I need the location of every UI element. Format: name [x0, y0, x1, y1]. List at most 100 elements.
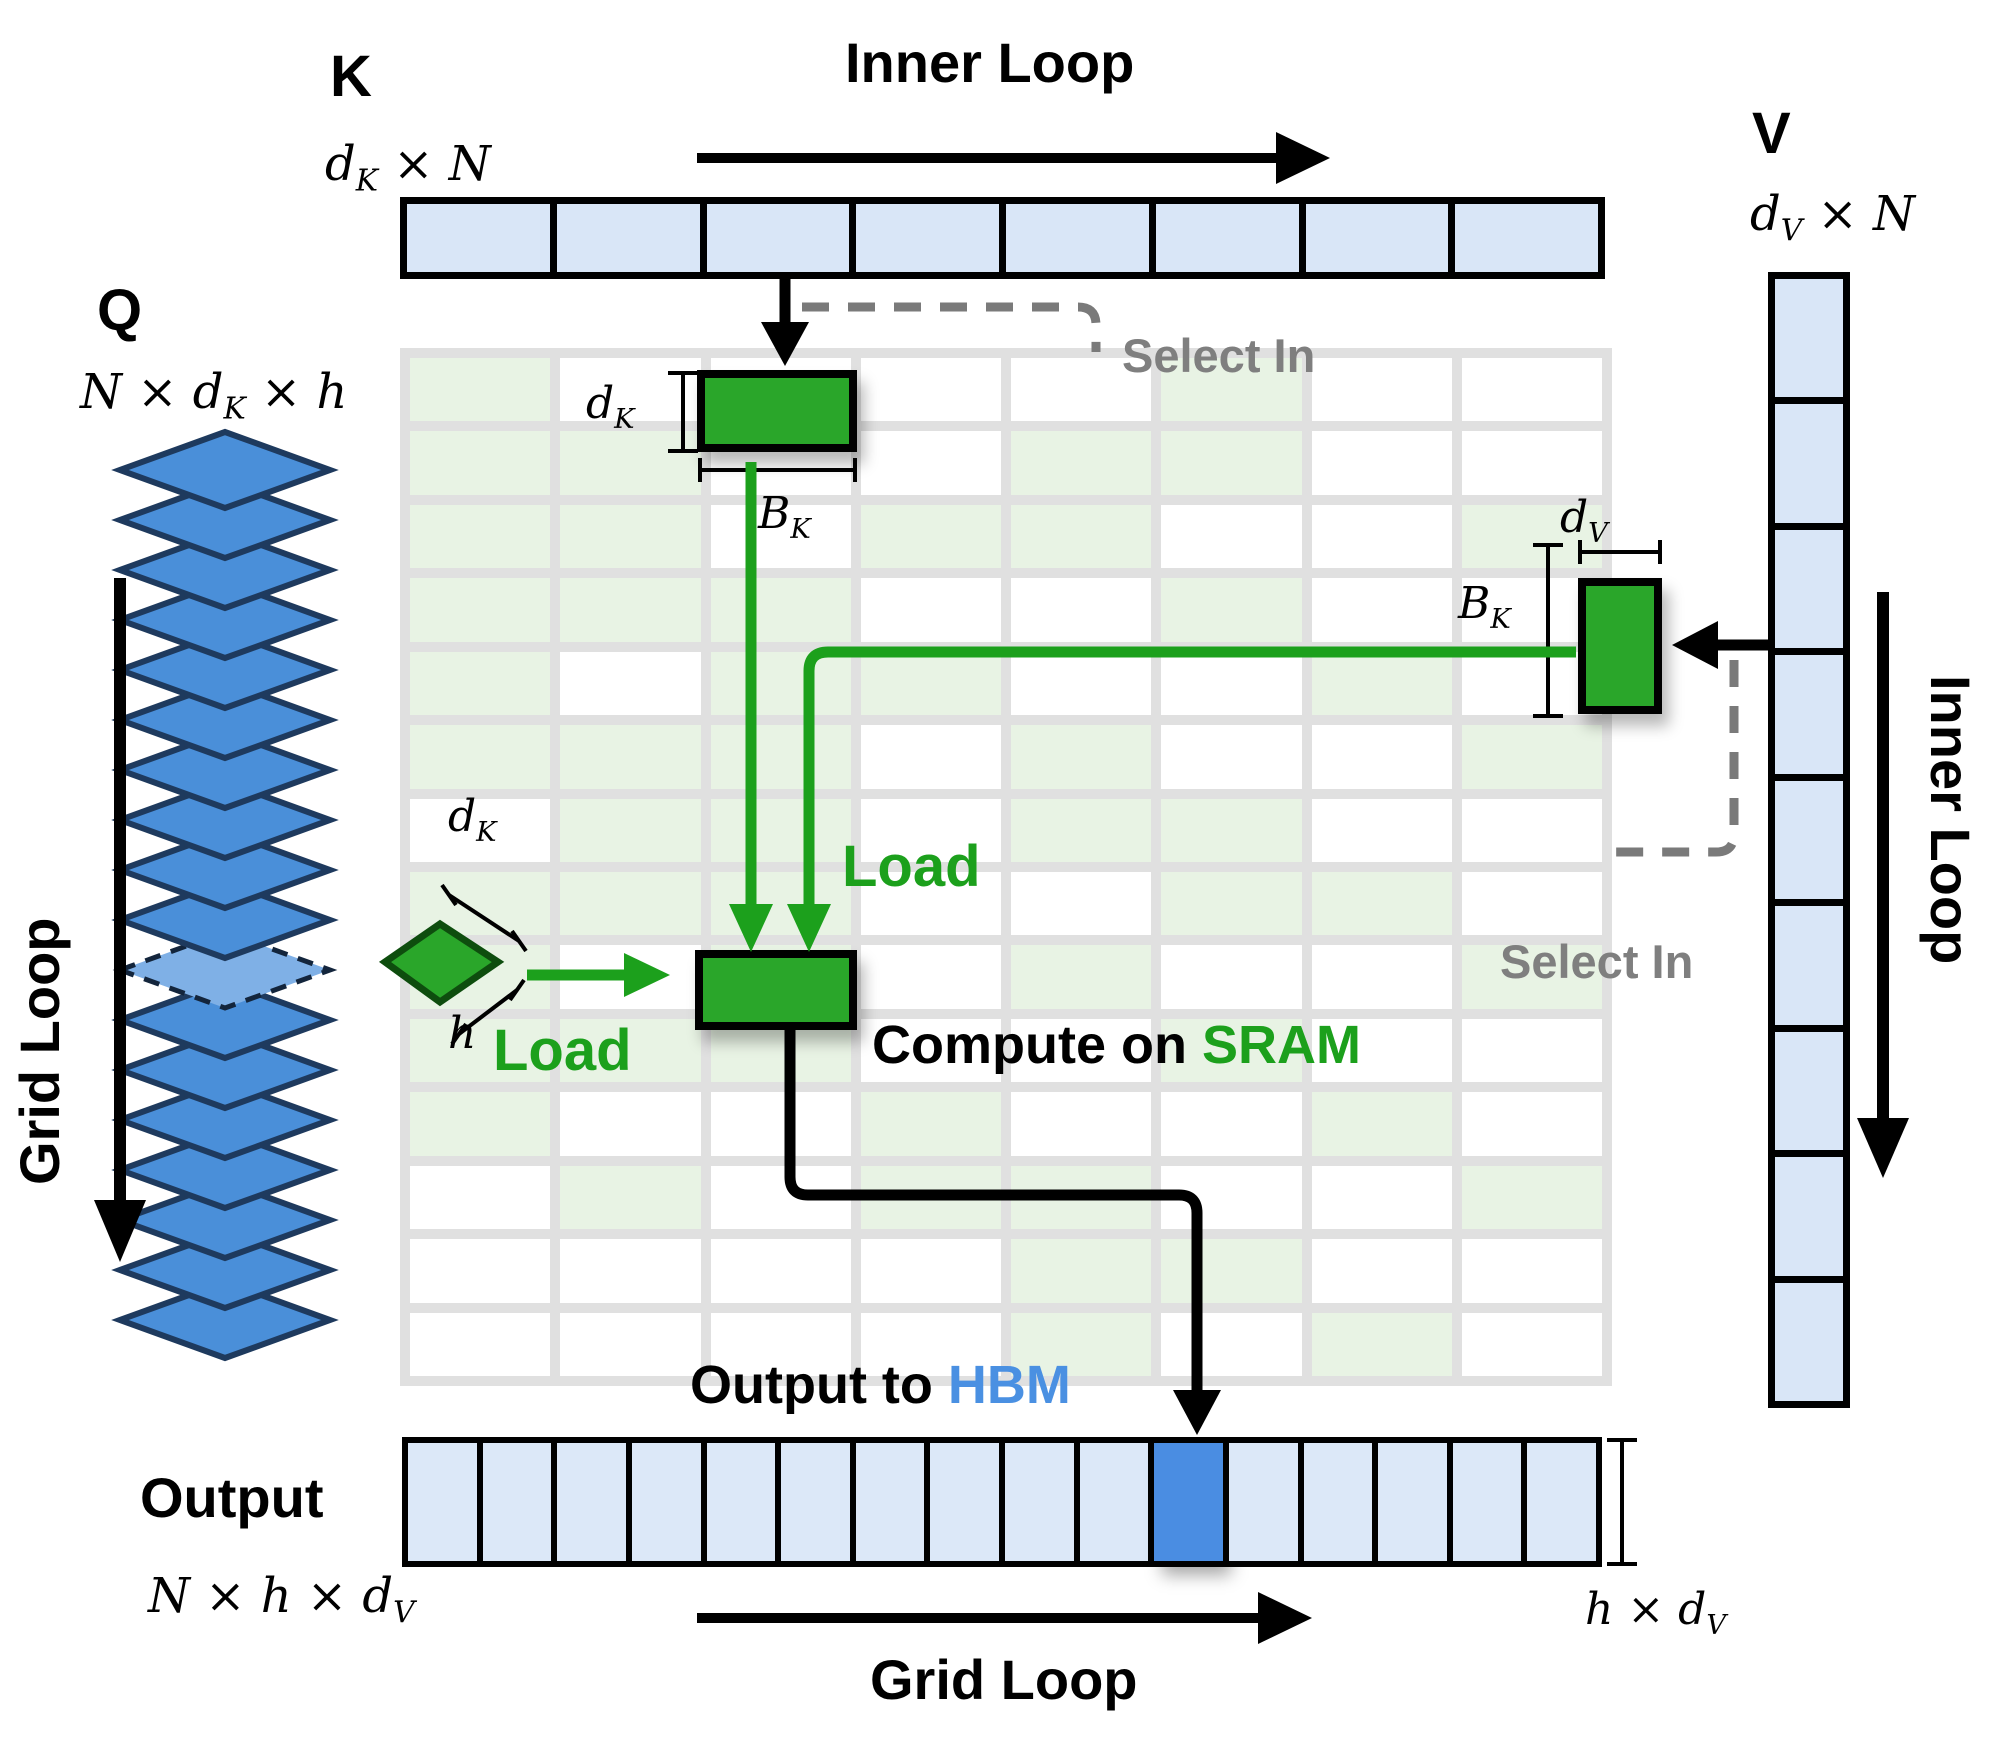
grid-cell: [1311, 504, 1452, 569]
grid-cell: [1461, 871, 1602, 936]
q-stack-slice: [111, 428, 339, 512]
grid-cell: [410, 725, 551, 789]
grid-cell: [1161, 651, 1302, 716]
v-tile-block: [1578, 578, 1662, 714]
dv-label-vblock: dV: [1560, 492, 1608, 549]
grid-cell: [1311, 1165, 1452, 1230]
grid-cell: [560, 945, 701, 1009]
out-array-cell: [1154, 1443, 1223, 1561]
out-array-cell: [1378, 1443, 1447, 1561]
hbm-highlight: HBM: [947, 1355, 1071, 1415]
out-array-cell: [482, 1443, 552, 1561]
q-stack-slice: [111, 728, 339, 812]
grid-cell: [410, 798, 551, 862]
grid-cell: [560, 1239, 701, 1303]
grid-cell: [1311, 651, 1452, 716]
out-array-cell: [408, 1443, 477, 1561]
v-select-left-arrow: [1672, 621, 1768, 669]
score-grid: [400, 348, 1612, 1386]
k-array-cell: [1305, 204, 1449, 272]
grid-cell: [860, 1092, 1001, 1156]
grid-cell: [1461, 1018, 1602, 1083]
grid-cell: [1161, 798, 1302, 862]
grid-cell: [1011, 504, 1152, 569]
grid-cell: [710, 578, 851, 642]
out-array-cell: [1079, 1443, 1149, 1561]
grid-cell: [410, 871, 551, 936]
grid-cell: [1161, 945, 1302, 1009]
k-array-cell: [856, 204, 999, 272]
q-stack-slice: [111, 478, 339, 562]
grid-cell: [560, 1092, 701, 1156]
grid-cell: [1011, 358, 1152, 422]
q-dims: N × dK × h: [80, 364, 348, 427]
grid-cell: [1311, 1312, 1452, 1376]
grid-cell: [1311, 431, 1452, 495]
q-stack-slice: [111, 1128, 339, 1212]
grid-cell: [860, 358, 1001, 422]
grid-cell: [560, 358, 701, 422]
grid-cell: [1161, 1312, 1302, 1376]
out-array-cell: [1303, 1443, 1373, 1561]
grid-cell: [1161, 1165, 1302, 1230]
grid-cell: [1311, 871, 1452, 936]
out-array-cell: [781, 1443, 850, 1561]
output-to-prefix: Output to: [690, 1355, 948, 1415]
grid-cell: [710, 504, 851, 569]
grid-cell: [1461, 725, 1602, 789]
q-stack-slice: [111, 878, 339, 962]
grid-cell: [710, 1239, 851, 1303]
grid-cell: [1461, 1092, 1602, 1156]
grid-cell: [710, 651, 851, 716]
compute-on-sram-label: Compute on SRAM: [872, 1018, 1361, 1072]
grid-cell: [1311, 945, 1452, 1009]
grid-cell: [410, 945, 551, 1009]
sram-highlight: SRAM: [1201, 1015, 1361, 1075]
grid-cell: [560, 1018, 701, 1083]
load-lower-label: Load: [493, 1018, 632, 1083]
grid-cell: [410, 1239, 551, 1303]
grid-cell: [1011, 1239, 1152, 1303]
grid-cell: [710, 1092, 851, 1156]
k-tile-block: [697, 370, 857, 452]
grid-cell: [560, 798, 701, 862]
grid-cell: [410, 1165, 551, 1230]
select-in-left-dashed-path: [802, 302, 1101, 352]
grid-cell: [410, 431, 551, 495]
grid-cell: [860, 578, 1001, 642]
v-array-cell: [1775, 780, 1843, 900]
grid-cell: [1011, 1165, 1152, 1230]
grid-cell: [1011, 578, 1152, 642]
output-to-hbm-label: Output to HBM: [690, 1358, 1071, 1412]
grid-cell: [410, 1092, 551, 1156]
out-array-cell: [855, 1443, 925, 1561]
k-array-cell: [706, 204, 850, 272]
hxdv-label-output: h × dV: [1585, 1584, 1727, 1641]
grid-cell: [410, 651, 551, 716]
grid-cell: [1161, 578, 1302, 642]
grid-cell: [1311, 798, 1452, 862]
q-stack-slice: [111, 1278, 339, 1362]
output-matrix-array: [402, 1437, 1602, 1567]
grid-cell: [560, 504, 701, 569]
grid-cell: [410, 1312, 551, 1376]
out-array-cell: [706, 1443, 776, 1561]
grid-cell: [410, 358, 551, 422]
grid-cell: [1161, 871, 1302, 936]
grid-cell: [710, 725, 851, 789]
q-stack-slice: [111, 678, 339, 762]
grid-loop-bottom-arrow: [697, 1592, 1312, 1644]
grid-cell: [860, 1239, 1001, 1303]
grid-cell: [1461, 358, 1602, 422]
grid-cell: [1011, 725, 1152, 789]
q-stack-slice: [111, 1178, 339, 1262]
output-height-bracket: [1607, 1438, 1637, 1566]
grid-cell: [710, 798, 851, 862]
grid-cell: [710, 1165, 851, 1230]
grid-cell: [860, 1165, 1001, 1230]
inner-loop-top-arrow: [697, 132, 1330, 184]
q-stack-slice: [111, 578, 339, 662]
inner-loop-right-arrow: [1857, 592, 1909, 1178]
grid-cell: [1161, 1239, 1302, 1303]
